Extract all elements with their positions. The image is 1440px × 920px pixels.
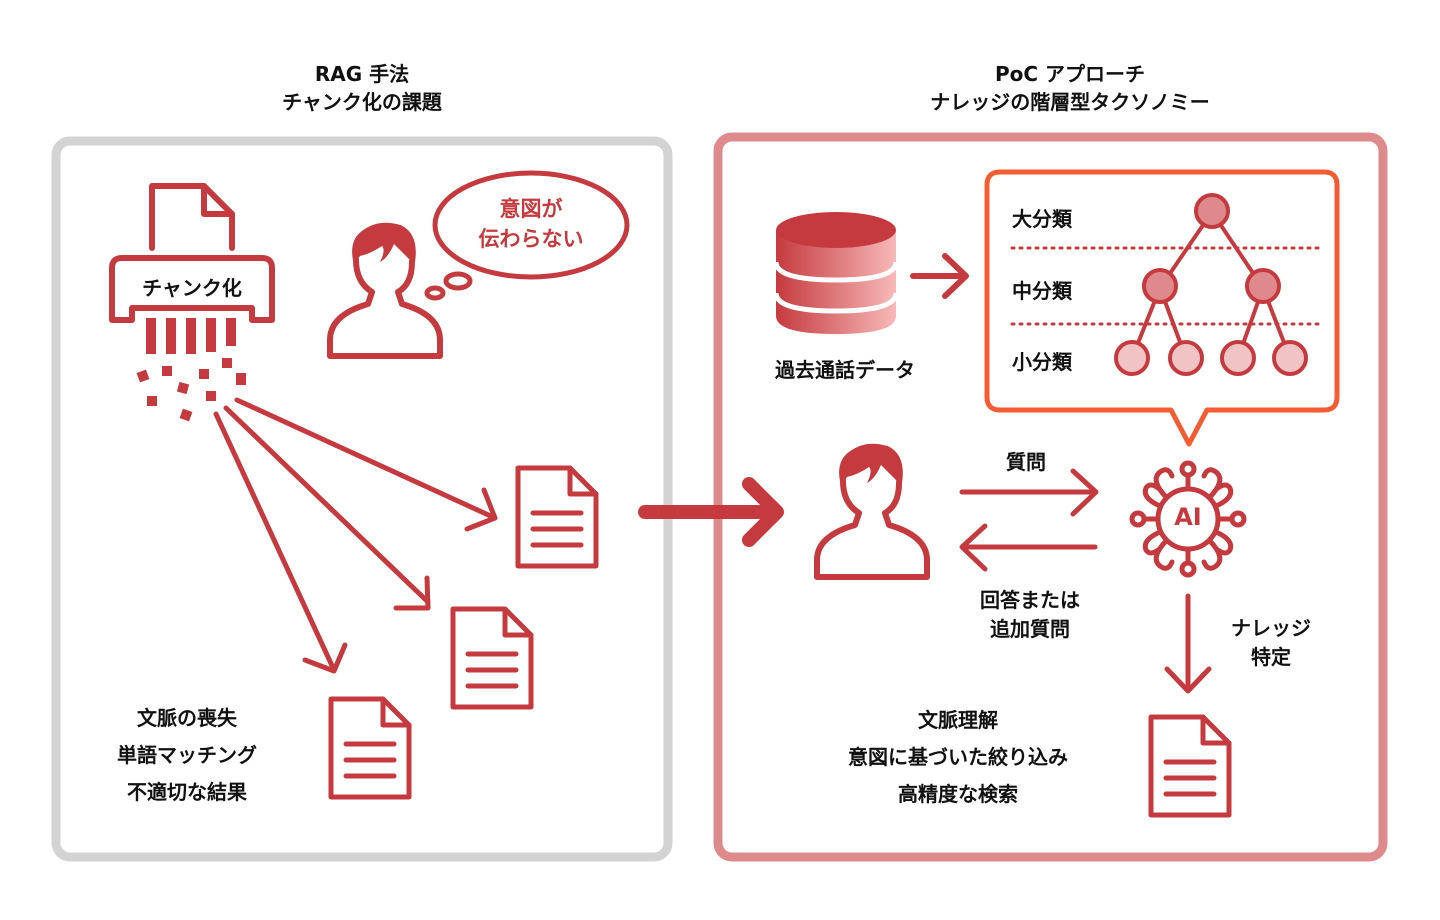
right-panel	[713, 132, 1388, 862]
shredder-icon	[109, 183, 275, 323]
tree-node-medium	[1142, 268, 1178, 304]
database-icon	[773, 212, 899, 334]
knowledge-label: ナレッジ 特定	[1216, 614, 1326, 672]
tree-node-medium	[1245, 268, 1281, 304]
tree-node-small	[1168, 340, 1204, 376]
right-title-line1: PoC アプローチ	[994, 62, 1146, 86]
ai-label: AI	[1174, 503, 1202, 531]
knowledge-line1: ナレッジ	[1231, 616, 1311, 640]
question-arrow	[959, 468, 1099, 517]
left-panel-title: RAG 手法 チャンク化の課題	[212, 60, 512, 116]
shredded-strips	[136, 318, 246, 422]
knowledge-line2: 特定	[1251, 645, 1291, 669]
scatter-arrows	[213, 397, 498, 674]
document-icon	[1148, 714, 1232, 818]
issues-list: 文脈の喪失 単語マッチング 不適切な結果	[92, 700, 282, 811]
issue-item: 文脈の喪失	[137, 706, 237, 730]
issue-item: 単語マッチング	[117, 743, 257, 767]
right-title-line2: ナレッジの階層型タクソノミー	[930, 90, 1210, 114]
arrow-to-doc-3	[213, 411, 337, 673]
thought-text: 意図が 伝わらない	[455, 194, 607, 254]
answer-line1: 回答または	[980, 588, 1080, 612]
tree-node-small	[1114, 340, 1150, 376]
person-icon	[814, 443, 930, 580]
taxonomy-level-small: 小分類	[1012, 350, 1072, 374]
left-panel	[51, 136, 673, 862]
benefit-item: 文脈理解	[918, 708, 998, 732]
person-icon	[327, 222, 443, 359]
shredder-label: チャンク化	[142, 276, 242, 300]
tree-node-large	[1194, 193, 1230, 229]
arrow-to-doc-1	[234, 397, 498, 521]
taxonomy-callout	[984, 169, 1340, 447]
document-icon	[515, 465, 599, 569]
left-title-line1: RAG 手法	[314, 62, 410, 86]
tree-node-small	[1220, 340, 1256, 376]
knowledge-arrow	[1164, 593, 1212, 694]
taxonomy-level-large: 大分類	[1012, 207, 1072, 231]
ai-brain-icon	[1129, 460, 1247, 578]
taxonomy-level-medium: 中分類	[1012, 279, 1072, 303]
left-title-line2: チャンク化の課題	[282, 90, 442, 114]
question-label: 質問	[1006, 450, 1046, 474]
arrow-to-doc-2	[223, 405, 431, 605]
benefit-item: 意図に基づいた絞り込み	[848, 745, 1068, 769]
issue-item: 不適切な結果	[127, 780, 247, 804]
document-icon	[328, 696, 412, 800]
taxonomy-dividers	[1010, 246, 1320, 326]
arrow-right-icon	[638, 477, 784, 547]
thought-line2: 伝わらない	[478, 227, 584, 251]
arrow-right-icon	[910, 253, 969, 299]
benefit-item: 高精度な検索	[898, 782, 1018, 806]
taxonomy-tree	[1114, 193, 1308, 376]
answer-arrow	[959, 523, 1098, 572]
answer-line2: 追加質問	[990, 617, 1070, 641]
tree-node-small	[1272, 340, 1308, 376]
document-icon	[450, 606, 534, 710]
right-panel-title: PoC アプローチ ナレッジの階層型タクソノミー	[860, 60, 1280, 116]
thought-bubble-icon	[424, 170, 630, 301]
thought-line1: 意図が	[499, 197, 563, 221]
answer-label: 回答または 追加質問	[960, 586, 1100, 644]
database-label: 過去通話データ	[775, 358, 915, 382]
benefits-list: 文脈理解 意図に基づいた絞り込み 高精度な検索	[808, 702, 1108, 813]
